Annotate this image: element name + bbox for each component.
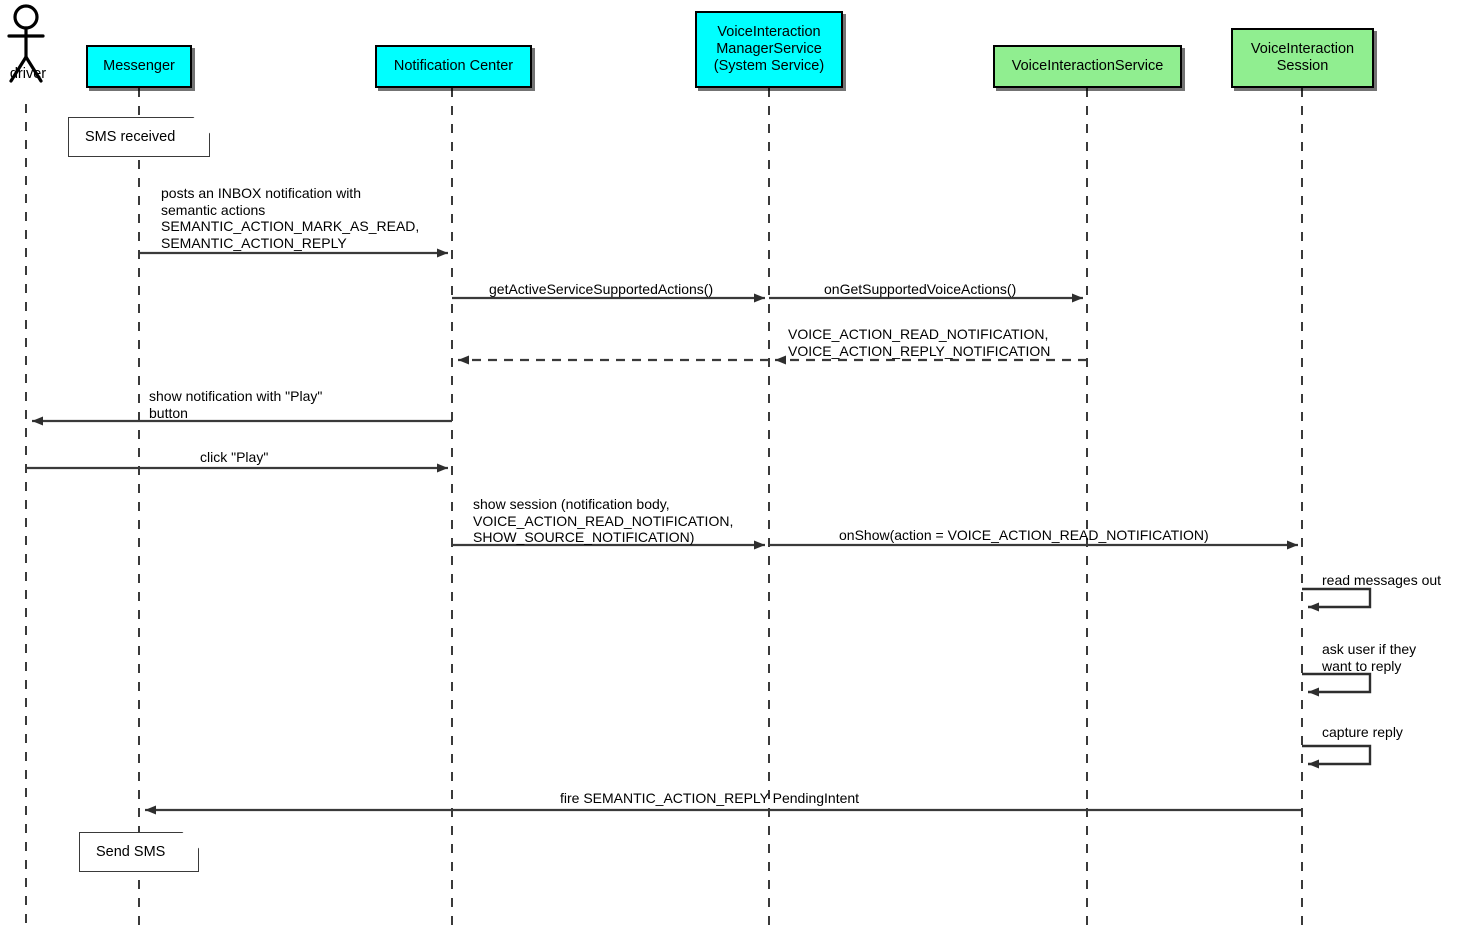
message-label-on-show: onShow(action = VOICE_ACTION_READ_NOTIFI… xyxy=(839,527,1209,543)
note-send-sms-label: Send SMS xyxy=(96,844,166,860)
participant-voiceinteraction-manager-service[interactable]: VoiceInteraction ManagerService (System … xyxy=(695,11,843,88)
self-arrow-capture-reply xyxy=(1302,744,1372,769)
message-label-get-active-service-supported-actions: getActiveServiceSupportedActions() xyxy=(489,281,714,297)
note-send-sms: Send SMS xyxy=(80,833,198,871)
message-label-return-voice-actions: VOICE_ACTION_READ_NOTIFICATION, VOICE_AC… xyxy=(788,326,1051,359)
participant-messenger-label: Messenger xyxy=(103,58,175,74)
self-message-label-capture-reply: capture reply xyxy=(1322,724,1403,740)
message-label-click-play: click "Play" xyxy=(200,449,269,465)
message-label-fire-semantic-action-reply: fire SEMANTIC_ACTION_REPLY PendingIntent xyxy=(560,790,860,806)
participant-voiceinteraction-manager-service-label: VoiceInteraction ManagerService (System … xyxy=(713,24,825,74)
participant-messenger[interactable]: Messenger xyxy=(86,45,192,88)
participant-voiceinteraction-session[interactable]: VoiceInteraction Session xyxy=(1231,28,1374,88)
note-sms-received: SMS received xyxy=(69,118,209,156)
actor-driver-label: driver xyxy=(9,66,47,82)
self-arrow-read-messages-out xyxy=(1302,587,1372,612)
actor-driver-icon xyxy=(7,4,45,83)
participant-notification-center[interactable]: Notification Center xyxy=(375,45,532,88)
participant-voiceinteraction-service[interactable]: VoiceInteractionService xyxy=(993,45,1182,88)
self-arrow-ask-user-reply xyxy=(1302,672,1372,697)
self-message-label-read-messages-out: read messages out xyxy=(1322,572,1442,588)
participant-notification-center-label: Notification Center xyxy=(393,58,514,74)
participant-voiceinteraction-service-label: VoiceInteractionService xyxy=(1011,58,1164,74)
note-sms-received-label: SMS received xyxy=(85,129,176,145)
message-label-show-notification-play: show notification with "Play" button xyxy=(149,388,323,421)
self-message-label-ask-user-reply: ask user if they want to reply xyxy=(1322,641,1417,674)
participant-voiceinteraction-session-label: VoiceInteraction Session xyxy=(1250,41,1355,74)
message-label-post-notification: posts an INBOX notification with semanti… xyxy=(161,185,420,251)
message-label-on-get-supported-voice-actions: onGetSupportedVoiceActions() xyxy=(824,281,1017,297)
message-label-show-session: show session (notification body, VOICE_A… xyxy=(473,496,734,545)
